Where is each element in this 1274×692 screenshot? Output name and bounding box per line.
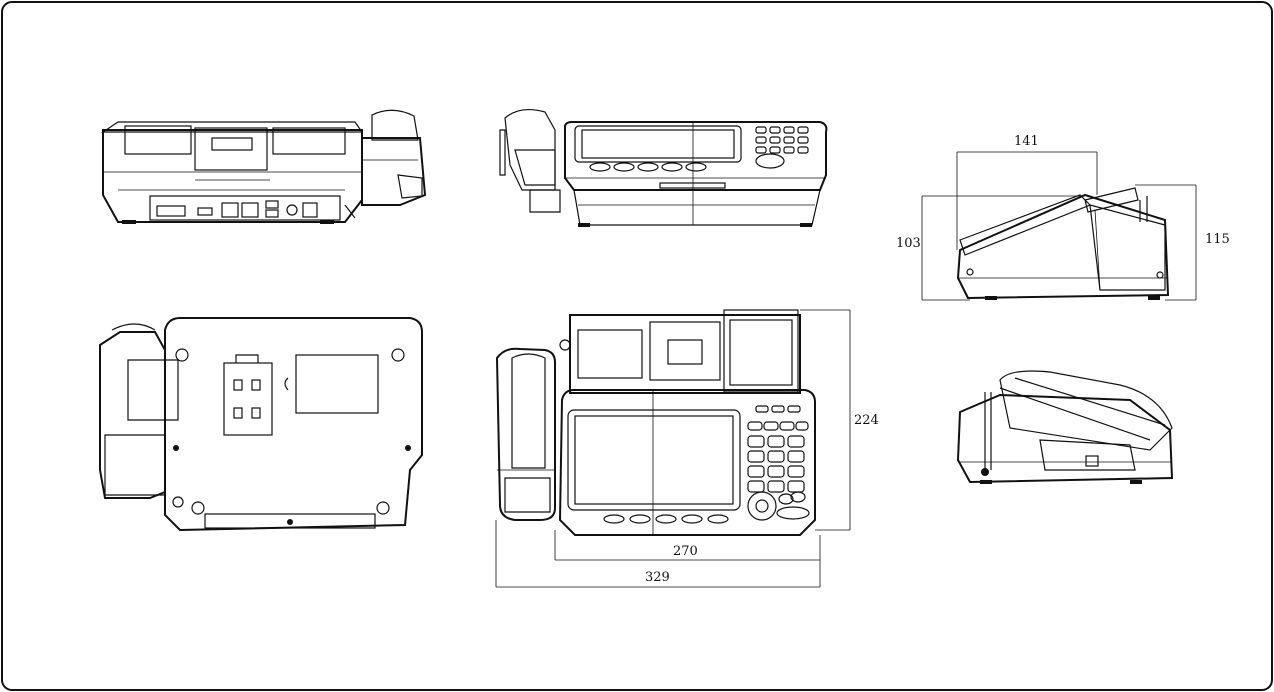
bottom-view xyxy=(99,317,423,532)
dimension-lines xyxy=(495,151,1197,588)
dim-label-329: 329 xyxy=(645,570,670,585)
rear-view xyxy=(101,109,427,224)
dim-label-103: 103 xyxy=(896,236,921,251)
side-view-angled xyxy=(956,370,1174,484)
side-view xyxy=(956,187,1170,300)
dim-label-141: 141 xyxy=(1014,134,1039,149)
dim-label-115: 115 xyxy=(1205,232,1230,247)
front-view xyxy=(499,108,828,227)
dim-label-270: 270 xyxy=(673,544,698,559)
top-view xyxy=(495,309,816,536)
dim-label-224: 224 xyxy=(854,413,879,428)
